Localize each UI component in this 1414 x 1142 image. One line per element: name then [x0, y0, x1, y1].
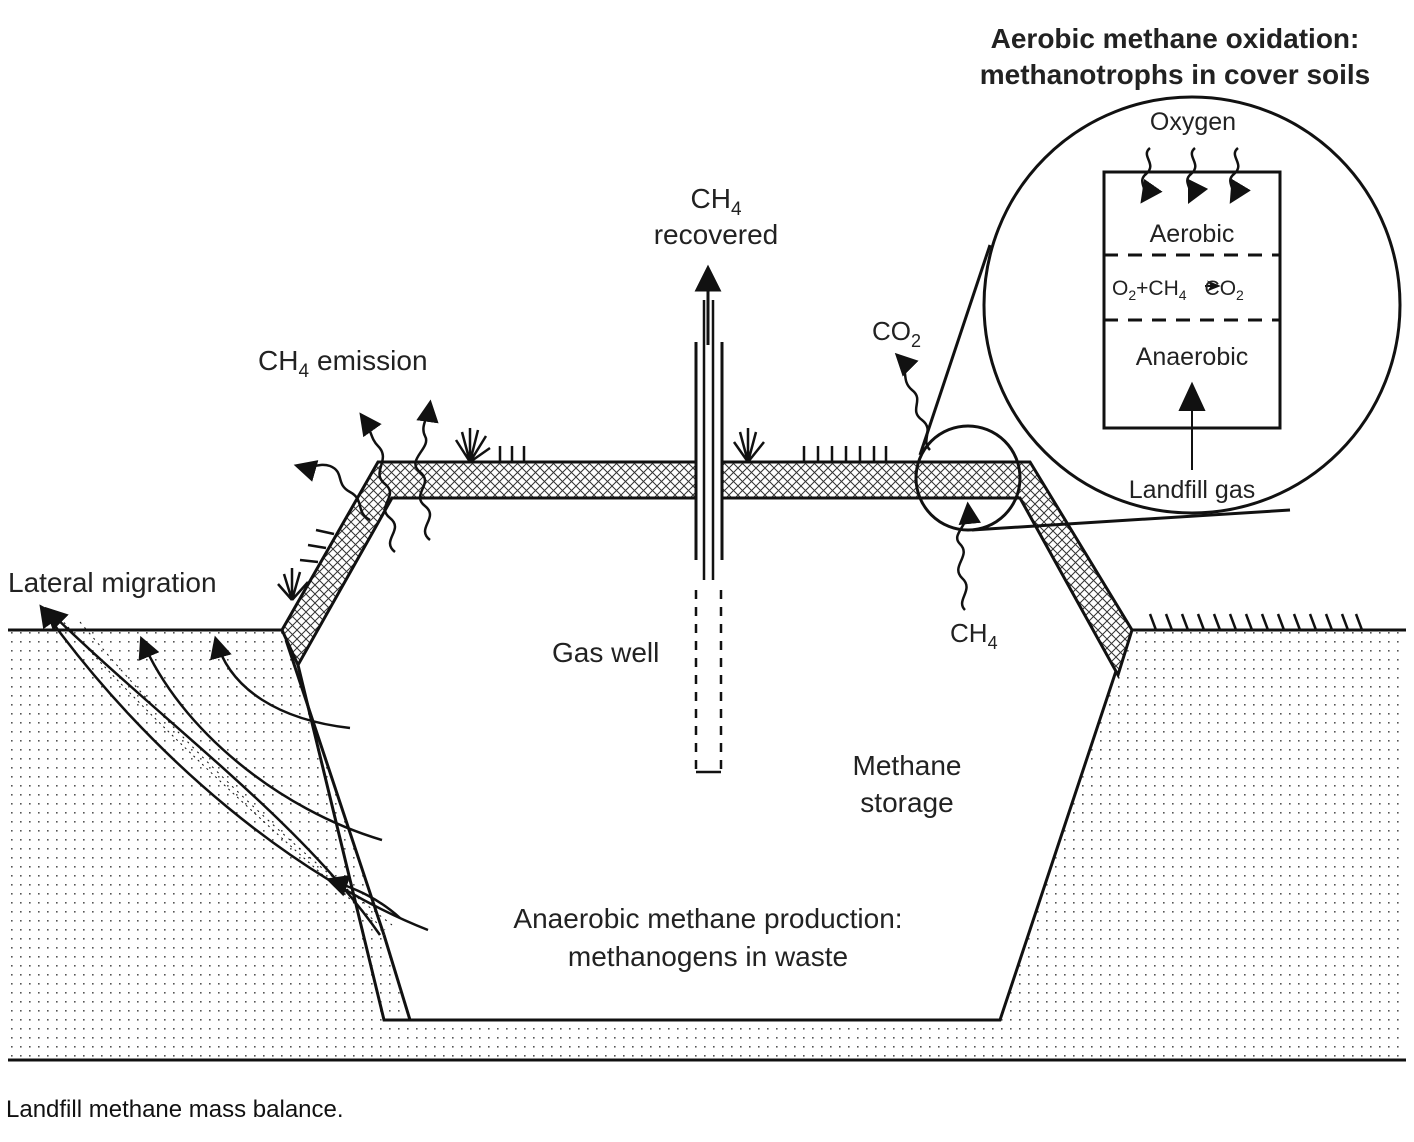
soil-left: [8, 630, 1406, 1060]
ch4-bottom-label: CH4: [950, 618, 998, 653]
production-title-line2: methanogens in waste: [568, 941, 848, 972]
methane-label: Methane: [853, 750, 962, 781]
pit-bottom-left: [382, 934, 412, 1021]
recovered-label: recovered: [654, 219, 779, 250]
aerobic-label: Aerobic: [1150, 220, 1235, 248]
waste-body: [298, 498, 1118, 1020]
lateral-migration-label: Lateral migration: [8, 567, 217, 598]
landfill-gas-arrow: [1178, 381, 1206, 470]
cover-soil: [280, 460, 1134, 679]
oxygen-arrows: [1140, 147, 1251, 205]
zoom-line-bottom: [971, 508, 1291, 532]
oxidation-title-line2: methanotrophs in cover soils: [980, 59, 1371, 90]
ch4-recovered-formula: CH4: [690, 183, 741, 220]
oxidation-title-line1: Aerobic methane oxidation:: [991, 23, 1360, 54]
storage-label: storage: [860, 787, 953, 818]
pit-wall-left: [284, 639, 386, 936]
gas-well-label: Gas well: [552, 637, 659, 668]
figure-caption: Landfill methane mass balance.: [6, 1096, 344, 1123]
lateral-migration-arrows: [39, 604, 429, 936]
zoom-line-top: [918, 244, 992, 456]
zoom-small-circle: [914, 424, 1022, 532]
co2-label: CO2: [872, 316, 921, 351]
landfill-methane-diagram: Aerobic methane oxidation: methanotrophs…: [8, 23, 1406, 1062]
oxygen-label: Oxygen: [1150, 108, 1236, 136]
gas-well: [694, 300, 724, 774]
anaerobic-label: Anaerobic: [1136, 343, 1249, 371]
landfill-gas-label: Landfill gas: [1129, 476, 1255, 504]
production-title-line1: Anaerobic methane production:: [513, 903, 902, 934]
